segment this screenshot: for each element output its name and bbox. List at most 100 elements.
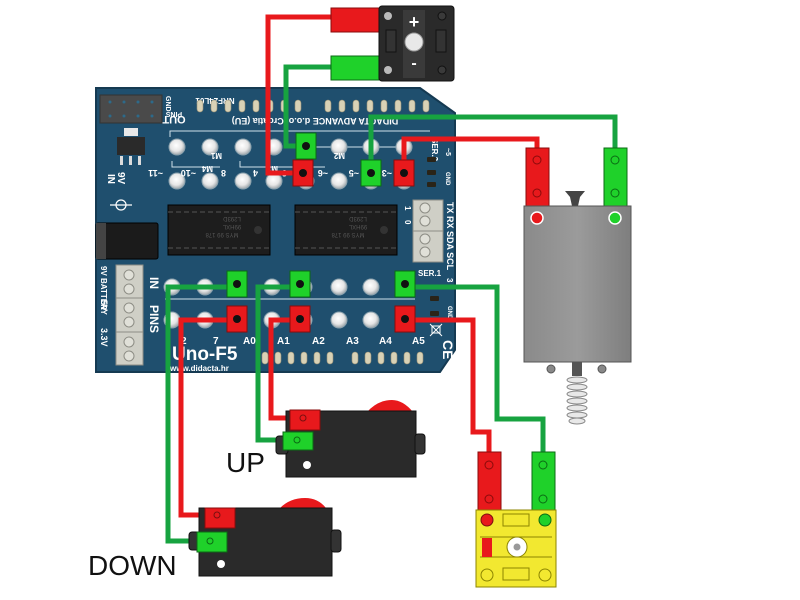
connector-in-a1-green[interactable] bbox=[289, 270, 311, 298]
svg-text:MYS 99 178: MYS 99 178 bbox=[205, 231, 239, 237]
wire-red-power-to-pin9 bbox=[265, 14, 338, 176]
limit-switch[interactable] bbox=[475, 451, 557, 588]
bottom-led-strip bbox=[261, 351, 424, 365]
minus-symbol: - bbox=[411, 55, 416, 72]
svg-text:99HXL: 99HXL bbox=[222, 223, 241, 229]
out-pad-bottom bbox=[330, 172, 348, 190]
pin-label-4: 4 bbox=[253, 168, 258, 178]
polarity-icon bbox=[110, 199, 132, 211]
motor-label-m2: M2 bbox=[333, 151, 345, 160]
pins-label: PINS bbox=[166, 110, 183, 117]
wire-green-motor-to-pin5 bbox=[368, 114, 618, 173]
in-label: IN bbox=[105, 174, 116, 184]
motor-label-m1: M1 bbox=[210, 151, 222, 160]
out-label: OUT bbox=[162, 113, 186, 125]
connector-pin3-red[interactable] bbox=[393, 159, 415, 187]
wire-red-motor-to-pin3 bbox=[401, 136, 540, 173]
down-button[interactable] bbox=[188, 498, 342, 577]
plus-symbol: + bbox=[409, 12, 420, 32]
l293d-chip-2: L293D 99HXL MYS 99 178 bbox=[294, 204, 398, 256]
out-pad-top bbox=[330, 138, 348, 156]
motor-label-m3: M3 bbox=[266, 164, 278, 173]
wire-red-down-button bbox=[178, 317, 237, 518]
wire-red-limit-switch bbox=[405, 317, 492, 455]
svg-text:99HXL: 99HXL bbox=[348, 223, 367, 229]
pin-label-a4: A4 bbox=[379, 336, 392, 347]
l293d-chip-1: L293D 99HXL MYS 99 178 bbox=[167, 204, 271, 256]
pin-label-a2: A2 bbox=[312, 336, 325, 347]
connector-in-a1-red[interactable] bbox=[289, 305, 311, 333]
svg-text:L293D: L293D bbox=[222, 215, 240, 221]
ser1-header bbox=[430, 296, 439, 316]
connector-in-a0-green[interactable] bbox=[226, 270, 248, 298]
motor-spring bbox=[566, 376, 588, 425]
in-pad-top bbox=[330, 278, 348, 296]
svg-text:MYS 99 178: MYS 99 178 bbox=[331, 231, 365, 237]
ce-mark: CE bbox=[440, 340, 456, 359]
down-label: DOWN bbox=[88, 550, 177, 581]
battery-9v-label: 9V BATTERY bbox=[99, 266, 108, 316]
pin-3-label: 3 bbox=[445, 278, 454, 283]
wire-red-up-button bbox=[268, 317, 300, 421]
serial-terminal-block bbox=[412, 199, 444, 263]
wire-green-limit-switch bbox=[405, 284, 546, 455]
board-outline bbox=[95, 87, 456, 373]
up-label: UP bbox=[226, 447, 265, 478]
5v-label: 5V bbox=[99, 300, 109, 311]
pin-label-8: 8 bbox=[221, 168, 226, 178]
dc-motor bbox=[523, 147, 632, 425]
board-name: Uno-F5 bbox=[172, 344, 238, 365]
motor-label-m4: M4 bbox=[201, 164, 213, 173]
connector-pin9-red[interactable] bbox=[292, 159, 314, 187]
motor-labels: M4 M3 M2 M1 bbox=[201, 151, 345, 173]
weee-icon bbox=[429, 323, 443, 337]
pin-label-3: ~3 bbox=[382, 168, 392, 178]
nrf24l01-header bbox=[99, 94, 163, 124]
pin-label-6: ~6 bbox=[318, 168, 328, 178]
pin-0-label: 0 bbox=[403, 220, 412, 225]
out-pad-top bbox=[201, 138, 219, 156]
power-switch[interactable]: + - bbox=[330, 5, 455, 82]
connector-in-a5-red[interactable] bbox=[394, 305, 416, 333]
connector-in-a5-green[interactable] bbox=[394, 270, 416, 298]
out-pad-top bbox=[168, 138, 186, 156]
wires bbox=[165, 14, 618, 544]
ser2-pin5-label: ~5 bbox=[444, 148, 451, 156]
connector-pin5-green[interactable] bbox=[360, 159, 382, 187]
uno-f5-board: GND NRF24L01 PINS OUT DIDACTA ADVANCE d.… bbox=[95, 87, 456, 373]
pin-label-5: ~5 bbox=[349, 168, 359, 178]
serial-label: TX RX SDA SCL bbox=[445, 202, 455, 271]
ser2-gnd-label: GND bbox=[444, 172, 450, 186]
pin-label-2: 2 bbox=[181, 336, 187, 347]
in-pad-bottom bbox=[362, 311, 380, 329]
battery-terminal-block bbox=[115, 264, 144, 366]
pin-label-a1: A1 bbox=[277, 336, 290, 347]
ser2-header bbox=[427, 157, 436, 187]
out-pad-bottom bbox=[168, 172, 186, 190]
pin-label-a3: A3 bbox=[346, 336, 359, 347]
board-website: www.didacta.hr bbox=[169, 364, 229, 373]
pin-label-11: ~11 bbox=[148, 168, 163, 178]
pin-label-a0: A0 bbox=[243, 336, 256, 347]
ser2-label: SER.2 bbox=[430, 138, 439, 162]
connector-out-green[interactable] bbox=[295, 132, 317, 160]
pins-label-board: PINS bbox=[147, 305, 161, 333]
pin-1-label: 1 bbox=[403, 206, 412, 211]
3v3-label: 3.3V bbox=[99, 328, 109, 347]
in-pad-top bbox=[362, 278, 380, 296]
out-pad-bottom bbox=[201, 172, 219, 190]
9v-in-label: 9V bbox=[115, 172, 126, 185]
ser1-label: SER.1 bbox=[418, 269, 442, 278]
in-label-board: IN bbox=[147, 277, 161, 289]
out-pad-bottom bbox=[234, 172, 252, 190]
voltage-regulator bbox=[117, 128, 145, 165]
out-pad-top bbox=[234, 138, 252, 156]
gnd-label: GND bbox=[164, 96, 171, 112]
manufacturer-label: DIDACTA ADVANCE d.o.o. Croatia (EU) bbox=[232, 116, 399, 126]
ser1-gnd-label: GND bbox=[446, 306, 452, 320]
pin-label-a5: A5 bbox=[412, 336, 425, 347]
connector-in-a0-red[interactable] bbox=[226, 305, 248, 333]
up-button[interactable] bbox=[275, 400, 426, 478]
pin-label-7: 7 bbox=[213, 336, 219, 347]
